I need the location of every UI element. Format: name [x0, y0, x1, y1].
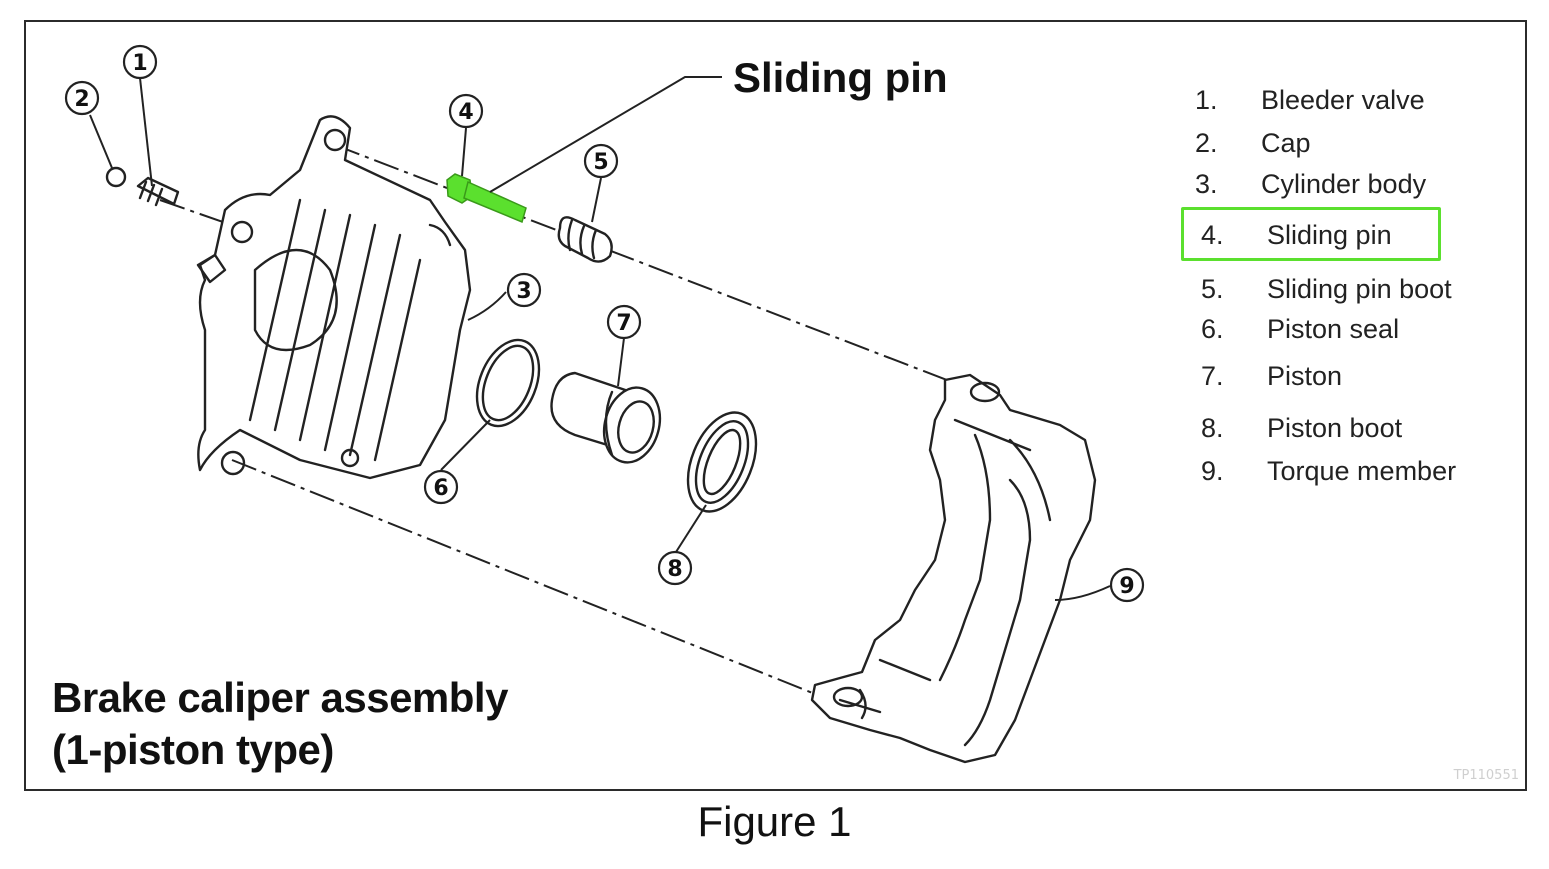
legend-label: Piston boot — [1267, 412, 1403, 443]
cap-part — [105, 166, 127, 188]
svg-text:3: 3 — [516, 279, 531, 304]
number-bubble-1: 1 — [122, 44, 158, 80]
svg-text:7: 7 — [616, 311, 631, 336]
svg-text:9: 9 — [1119, 574, 1134, 599]
assembly-title: Brake caliper assembly (1-piston type) — [52, 672, 508, 776]
number-bubble-9: 9 — [1109, 567, 1145, 603]
number-bubble-3: 3 — [506, 272, 542, 308]
centerline-lower — [231, 459, 831, 701]
leader-1 — [139, 77, 153, 187]
leader-4 — [461, 127, 467, 177]
legend-label: Torque member — [1267, 455, 1457, 486]
legend-label: Cylinder body — [1261, 168, 1427, 199]
legend-item: 8. Piston boot — [1201, 412, 1403, 443]
cylinder-body-part — [196, 115, 472, 480]
leader-3 — [467, 291, 507, 321]
legend-label: Sliding pin — [1267, 219, 1392, 250]
svg-text:6: 6 — [433, 476, 448, 501]
number-bubble-5: 5 — [583, 143, 619, 179]
torque-member-part — [810, 373, 1097, 764]
number-bubble-2: 2 — [64, 80, 100, 116]
leader-2 — [89, 114, 113, 169]
piston-seal-part — [475, 338, 541, 428]
svg-text:8: 8 — [667, 557, 682, 582]
leader-9 — [1054, 585, 1111, 601]
svg-text:2: 2 — [74, 87, 89, 112]
leader-6 — [440, 419, 491, 471]
legend-item: 5. Sliding pin boot — [1201, 273, 1452, 304]
number-bubble-8: 8 — [657, 550, 693, 586]
legend-item: 7. Piston — [1201, 360, 1343, 391]
svg-text:5: 5 — [593, 150, 608, 175]
legend-label: Bleeder valve — [1261, 84, 1425, 115]
callout-label: Sliding pin — [733, 54, 948, 101]
legend-item: 1. Bleeder valve — [1195, 84, 1425, 115]
piston-boot-part — [686, 411, 758, 513]
leader-5 — [591, 177, 602, 223]
legend-highlight-box — [1181, 207, 1441, 261]
legend-label: Sliding pin boot — [1267, 273, 1452, 304]
leader-7 — [617, 337, 625, 387]
piston-part — [550, 371, 662, 464]
legend-item: 2. Cap — [1195, 127, 1311, 158]
svg-text:4: 4 — [458, 100, 473, 125]
figure-caption: Figure 1 — [697, 798, 852, 845]
number-bubble-4: 4 — [448, 93, 484, 129]
legend-label: Piston — [1267, 360, 1343, 391]
number-bubble-7: 7 — [606, 304, 642, 340]
centerline-upper — [334, 144, 961, 386]
legend-item: 6. Piston seal — [1201, 313, 1400, 344]
legend-label: Piston seal — [1267, 313, 1400, 344]
svg-text:1: 1 — [132, 51, 147, 76]
assembly-title-line1: Brake caliper assembly — [52, 674, 508, 721]
bleeder-valve-part — [136, 176, 180, 207]
legend-item: 9. Torque member — [1201, 455, 1457, 486]
legend-item-highlighted: 4. Sliding pin — [1201, 219, 1392, 250]
watermark-code: TP110551 — [1453, 768, 1519, 783]
assembly-title-line2: (1-piston type) — [52, 726, 334, 773]
leader-8 — [675, 504, 707, 553]
sliding-pin-part — [446, 173, 527, 224]
callout-leader — [489, 76, 722, 193]
sliding-pin-boot-part — [557, 216, 613, 263]
legend-item: 3. Cylinder body — [1195, 168, 1427, 199]
legend-label: Cap — [1261, 127, 1311, 158]
number-bubble-6: 6 — [423, 469, 459, 505]
